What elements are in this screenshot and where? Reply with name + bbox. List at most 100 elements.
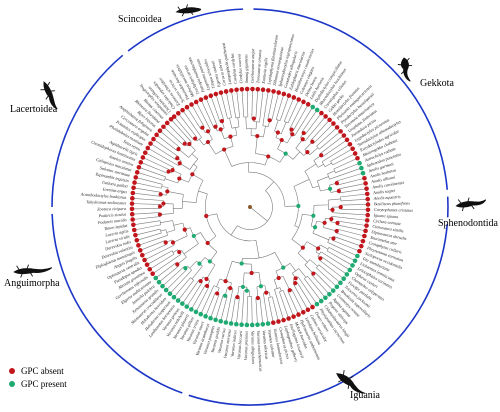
node-state-present (183, 266, 188, 271)
branch-arc (333, 168, 336, 173)
branch-arc (304, 259, 311, 265)
node-state-absent (157, 212, 163, 217)
branch (339, 188, 367, 194)
node-state-absent (170, 240, 176, 245)
branch (331, 216, 368, 221)
branch (186, 281, 203, 307)
branch (182, 201, 197, 203)
branch (251, 89, 253, 119)
branch (289, 263, 296, 272)
tip-state-absent (355, 155, 360, 161)
branch (160, 220, 173, 224)
clade-label-lacertoidea: Lacertoidea (10, 104, 58, 115)
branch (144, 244, 175, 261)
tip-state-absent (305, 102, 311, 107)
tip-state-present (314, 301, 320, 307)
branch (229, 117, 233, 129)
branch (336, 232, 364, 242)
branch (297, 252, 308, 263)
tip-state-absent (281, 91, 287, 97)
branch (322, 139, 348, 158)
iguana-silhouette-iguania-icon (336, 370, 365, 394)
branch (337, 220, 367, 226)
tip-label: Timon lepidus (104, 223, 128, 232)
tip-state-absent (198, 97, 204, 102)
tip-state-absent (365, 202, 371, 207)
tip-state-present (338, 280, 343, 286)
tip-state-present (359, 165, 364, 171)
tip-label: Varanus gouldii (210, 326, 222, 354)
tip-state-present (360, 170, 366, 176)
tip-label: Cyclura cornuta (373, 218, 401, 226)
tip-state-absent (131, 227, 137, 233)
branch (328, 198, 341, 201)
branch (152, 254, 181, 274)
node-state-absent (190, 172, 195, 177)
tip-label: Varanus beccarii (236, 330, 243, 360)
tip-state-absent (363, 228, 368, 234)
tip-state-absent (139, 252, 145, 258)
branch (210, 294, 220, 319)
branch (140, 240, 166, 251)
tip-label: Anolis allisoni (370, 174, 397, 184)
branch (255, 298, 258, 325)
tip-state-absent (296, 97, 302, 102)
tip-state-absent (129, 206, 135, 212)
branch (267, 297, 274, 323)
branch (307, 275, 326, 298)
branch (161, 185, 169, 189)
tip-state-present (239, 322, 244, 328)
node-state-present (312, 225, 318, 230)
branch (297, 276, 318, 305)
branch (293, 179, 310, 187)
branch (235, 127, 238, 136)
branch (191, 265, 203, 280)
tip-state-present (228, 321, 234, 326)
branch (140, 162, 168, 174)
branch (170, 119, 192, 143)
tip-state-absent (364, 218, 370, 223)
node-state-absent (166, 169, 171, 174)
tip-state-absent (305, 307, 311, 313)
branch (294, 106, 313, 136)
tip-label: Tupinambis teguixin (95, 171, 129, 183)
branch (207, 141, 217, 155)
tip-state-absent (208, 93, 214, 98)
branch (167, 191, 184, 195)
node-state-absent (205, 139, 211, 145)
node-state-absent (158, 192, 163, 197)
branch (335, 162, 360, 174)
tip-label: Anolis carolinensis (371, 180, 405, 190)
node-state-absent (300, 245, 305, 250)
node-state-absent (175, 262, 180, 267)
branch (169, 269, 192, 294)
branch (242, 272, 245, 287)
node-state-absent (310, 139, 315, 144)
branch (332, 212, 368, 216)
branch (279, 291, 289, 319)
tip-state-absent (157, 128, 163, 134)
clade-ring (51, 8, 449, 406)
node-state-absent (335, 220, 340, 226)
branch-arc (187, 265, 192, 271)
tip-state-present (203, 314, 208, 319)
branch (271, 92, 280, 121)
branch (321, 143, 351, 163)
ring-arc-anguimorpha (51, 213, 183, 394)
branch (273, 279, 278, 289)
tip-label: Varanus exanthematicus (256, 331, 264, 372)
branch (337, 228, 365, 237)
node-state-absent (204, 276, 209, 282)
branch (166, 229, 176, 233)
branch (329, 167, 362, 180)
branch (166, 122, 187, 143)
branch (142, 244, 167, 256)
node-state-absent (170, 168, 175, 173)
branch (340, 198, 368, 202)
branch (293, 283, 309, 310)
branch (172, 235, 188, 243)
branch (132, 203, 161, 205)
node-state-absent (334, 228, 339, 234)
branch (133, 220, 161, 226)
